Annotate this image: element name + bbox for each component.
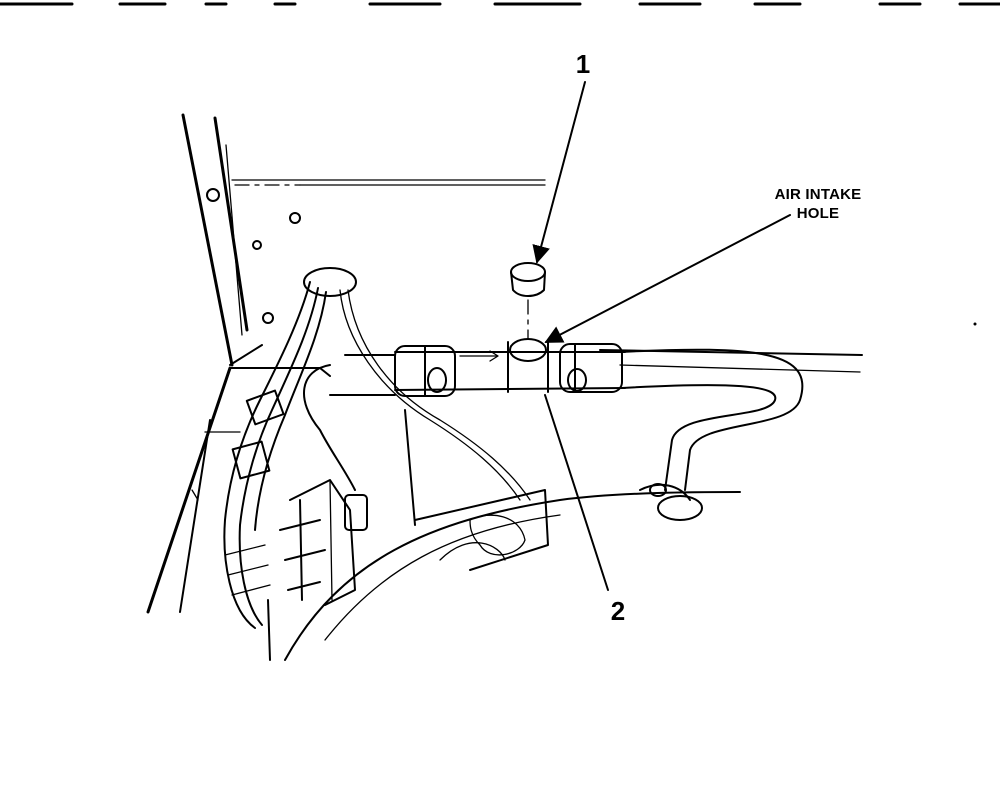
label-line-1: AIR INTAKE: [775, 186, 862, 203]
callout-2: 2: [544, 394, 625, 626]
callout-number-1: 1: [576, 49, 590, 79]
callout-number-2: 2: [611, 596, 625, 626]
air-intake-hole-label: AIR INTAKE HOLE: [544, 186, 862, 343]
callout-1: 1: [532, 49, 590, 264]
cabinet-frame: [146, 113, 546, 614]
valve-body: [267, 479, 368, 661]
label-line-2: HOLE: [797, 205, 839, 222]
speck: [973, 322, 977, 326]
leader-line-2: [544, 394, 609, 591]
intake-cap: [510, 262, 546, 339]
tub-drum: [284, 489, 741, 661]
leader-line-1: [532, 81, 586, 264]
wire-harness: [223, 267, 531, 629]
leader-line-air-intake: [544, 214, 791, 343]
hose-assembly: [303, 338, 863, 521]
